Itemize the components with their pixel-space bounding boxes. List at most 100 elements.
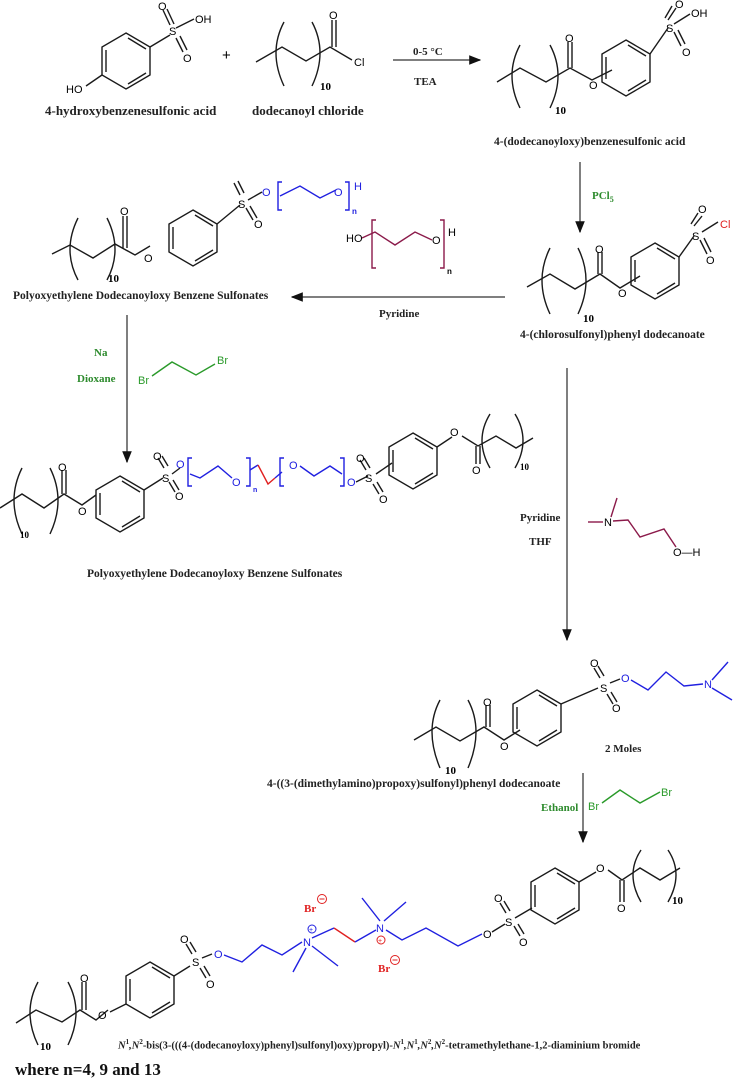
gemini-peg-product-name: Polyoxyethylene Dodecanoyloxy Benzene Su… [87, 568, 343, 580]
condition-pyridine: Pyridine [379, 308, 420, 320]
svg-text:+: + [378, 938, 382, 945]
reactant2-name: dodecanoyl chloride [252, 103, 364, 118]
svg-text:10: 10 [40, 1041, 52, 1053]
two-moles-label: 2 Moles [605, 743, 642, 755]
svg-text:O: O [356, 453, 365, 465]
peg-reagent-structure: HO O H n [346, 219, 456, 276]
reactant1-name: 4-hydroxybenzenesulfonic acid [45, 103, 217, 118]
condition-pcl5: PCl5 [592, 190, 614, 205]
svg-text:O: O [618, 288, 627, 300]
svg-text:10: 10 [555, 105, 567, 117]
svg-text:O: O [432, 235, 441, 247]
svg-text:n: n [352, 207, 357, 216]
condition-pyridine-2: Pyridine [520, 512, 561, 524]
final-product-name: N1,N2-bis(3-(((4-(dodecanoyloxy)phenyl)s… [118, 1038, 641, 1052]
svg-text:N: N [376, 923, 384, 935]
svg-text:O: O [494, 893, 503, 905]
svg-text:S: S [692, 231, 699, 243]
svg-text:O: O [500, 741, 509, 753]
amine-intermediate-structure: O O S O O O N 10 [413, 658, 733, 777]
svg-text:O: O [183, 53, 192, 65]
svg-text:O: O [176, 459, 185, 471]
plus-sign: + [222, 47, 231, 64]
svg-text:Br: Br [217, 355, 228, 367]
svg-text:S: S [365, 473, 372, 485]
reactant2-structure: O Cl 10 [255, 10, 364, 93]
svg-text:O: O [621, 673, 630, 685]
svg-text:O: O [612, 703, 621, 715]
svg-text:OH: OH [195, 14, 212, 26]
svg-text:O: O [682, 47, 691, 59]
dibromoethane-reagent-2: Br Br [588, 787, 672, 813]
svg-text:O—H: O—H [673, 547, 701, 559]
svg-text:HO: HO [66, 84, 83, 96]
condition-na: Na [94, 347, 108, 359]
svg-text:O: O [595, 244, 604, 256]
svg-text:O: O [214, 949, 223, 961]
svg-text:10: 10 [583, 313, 595, 325]
svg-text:O: O [698, 204, 707, 216]
svg-text:O: O [289, 460, 298, 472]
dimethylaminopropanol-reagent: N O—H [588, 497, 701, 559]
condition-tea: TEA [414, 76, 437, 88]
svg-text:S: S [505, 917, 512, 929]
svg-text:S: S [238, 199, 245, 211]
condition-thf: THF [529, 536, 552, 548]
svg-text:H: H [448, 227, 456, 239]
svg-text:Br: Br [588, 801, 599, 813]
svg-text:O: O [158, 1, 167, 13]
svg-text:O: O [379, 494, 388, 506]
svg-text:O: O [565, 33, 574, 45]
svg-text:+: + [309, 927, 313, 934]
svg-text:O: O [120, 206, 129, 218]
svg-text:n: n [447, 267, 452, 276]
svg-text:O: O [78, 506, 87, 518]
svg-text:O: O [254, 219, 263, 231]
dibromoethane-reagent-1: Br Br [138, 355, 228, 387]
svg-text:O: O [589, 80, 598, 92]
svg-text:S: S [192, 957, 199, 969]
svg-text:O: O [180, 934, 189, 946]
svg-text:O: O [483, 929, 492, 941]
svg-text:Br: Br [661, 787, 672, 799]
svg-text:S: S [162, 473, 169, 485]
svg-text:O: O [347, 477, 356, 489]
svg-text:O: O [472, 465, 481, 477]
svg-text:N: N [303, 937, 311, 949]
condition-dioxane: Dioxane [77, 373, 116, 385]
svg-text:Cl: Cl [720, 219, 730, 231]
svg-text:O: O [153, 451, 162, 463]
svg-text:O: O [596, 863, 605, 875]
svg-text:O: O [706, 255, 715, 267]
svg-text:O: O [483, 697, 492, 709]
condition-ethanol: Ethanol [541, 802, 579, 814]
svg-text:O: O [144, 253, 153, 265]
svg-text:O: O [232, 477, 241, 489]
footnote: where n=4, 9 and 13 [15, 1060, 161, 1079]
reactant1-structure: S O O OH HO [66, 1, 212, 96]
svg-text:O: O [590, 658, 599, 670]
peg-product-structure: O O S O O O H n 10 [51, 180, 362, 285]
svg-text:H: H [354, 181, 362, 193]
svg-text:Br: Br [304, 903, 316, 915]
svg-text:Cl: Cl [354, 57, 364, 69]
svg-text:O: O [617, 903, 626, 915]
svg-text:O: O [334, 187, 343, 199]
svg-text:O: O [262, 187, 271, 199]
svg-text:O: O [98, 1010, 107, 1022]
svg-text:10: 10 [20, 530, 30, 540]
peg-product-name: Polyoxyethylene Dodecanoyloxy Benzene Su… [13, 290, 269, 302]
svg-text:10: 10 [672, 895, 684, 907]
svg-text:S: S [169, 26, 176, 38]
gemini-peg-product-structure: O O S O O O O n O O S O O [0, 413, 534, 540]
intermediate1-structure: O O S O O OH 10 [496, 0, 708, 117]
svg-text:10: 10 [520, 462, 530, 472]
svg-text:O: O [58, 462, 67, 474]
svg-text:Br: Br [138, 375, 149, 387]
svg-text:10: 10 [108, 273, 120, 285]
svg-text:S: S [600, 683, 607, 695]
intermediate2-name: 4-(chlorosulfonyl)phenyl dodecanoate [520, 329, 705, 341]
svg-text:N: N [604, 517, 612, 529]
svg-text:10: 10 [320, 81, 332, 93]
